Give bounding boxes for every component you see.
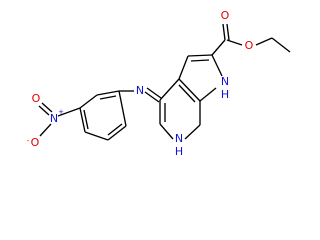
bond <box>222 23 226 41</box>
bond <box>118 90 127 127</box>
nitrophenyl-group <box>38 90 134 141</box>
bond <box>226 39 243 46</box>
bond <box>178 78 201 102</box>
bond <box>57 107 81 117</box>
bond <box>159 78 180 101</box>
bond <box>84 131 109 141</box>
bond <box>96 90 120 96</box>
bond <box>79 107 86 133</box>
bond <box>107 125 127 141</box>
bond <box>187 54 213 57</box>
amine-nitrogen-label: N <box>136 84 144 97</box>
bond <box>79 94 98 109</box>
bond <box>271 37 291 53</box>
bond <box>199 87 217 102</box>
bond <box>226 23 230 41</box>
pyrrolopyridine-core <box>159 54 223 140</box>
bond <box>178 84 196 103</box>
ring-nh-bottom-nitrogen-label: N <box>175 132 183 145</box>
bond <box>159 123 174 140</box>
nitro-minus-charge: - <box>27 137 30 145</box>
ester-alkoxy-oxygen-label: O <box>245 39 254 52</box>
amine-linker <box>144 87 162 103</box>
bond <box>107 123 123 136</box>
bond <box>190 59 210 62</box>
ring-nh-top-hydrogen-label: H <box>221 88 229 101</box>
ester-carbonyl-oxygen-label: O <box>221 9 230 22</box>
nitro-plus-charge: + <box>58 108 64 116</box>
ring-nh-top-nitrogen-label: N <box>221 75 229 88</box>
bond <box>255 37 273 46</box>
bond <box>83 109 89 130</box>
bond <box>144 91 160 103</box>
ring-nh-bottom-hydrogen-label: H <box>175 145 183 158</box>
bond <box>146 87 162 99</box>
nitro-oxygen-top-label: O <box>32 92 41 105</box>
bond <box>184 124 201 140</box>
bond <box>38 105 50 116</box>
bond <box>99 95 117 100</box>
bond <box>211 54 223 77</box>
nitro-oxygen-bottom-label: O <box>31 136 40 149</box>
ethyl-ester-group <box>211 23 291 56</box>
chemical-structure-diagram: O O N N + O O - N H N H <box>27 9 291 158</box>
nitro-nitrogen-label: N <box>50 112 58 125</box>
bond <box>41 102 53 113</box>
bond <box>211 39 226 56</box>
bond <box>39 123 52 137</box>
bond <box>178 55 189 80</box>
